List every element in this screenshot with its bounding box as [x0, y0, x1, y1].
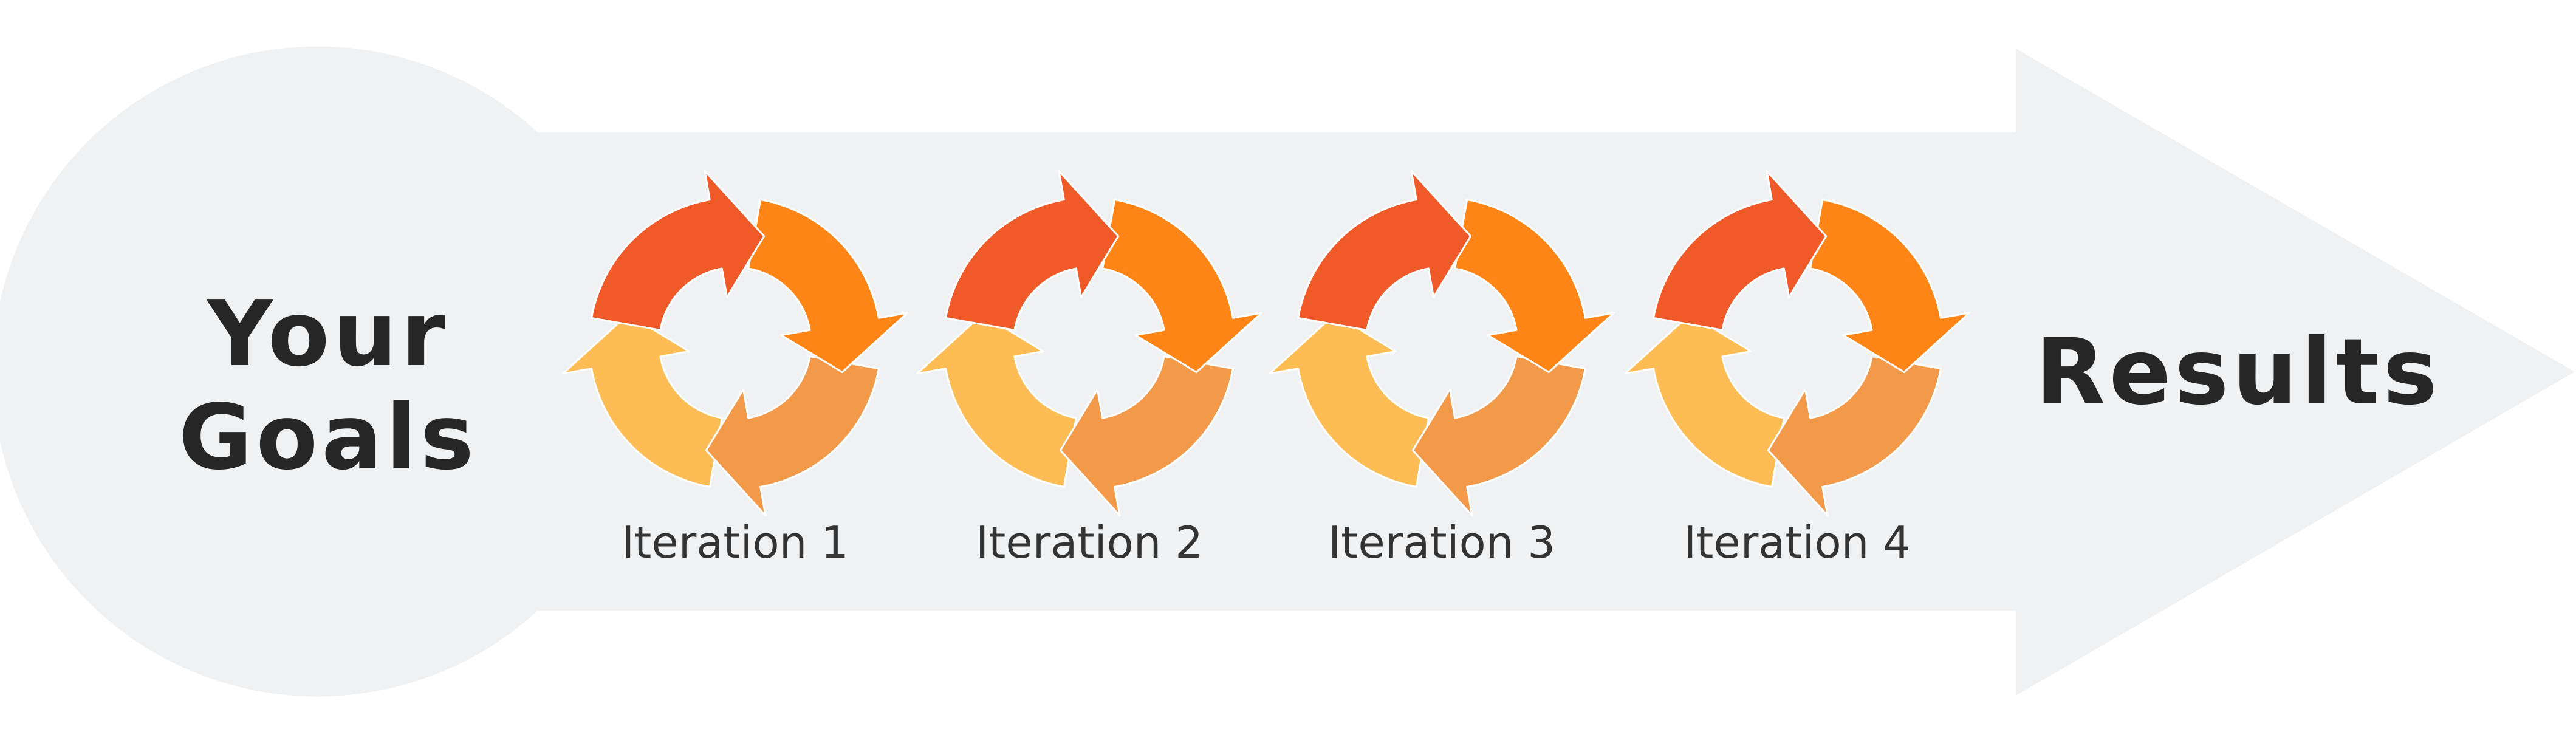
cycle-4-arrow-bottom-left: [1623, 313, 1785, 488]
your-goals-line-2: Goals: [179, 385, 478, 490]
cycle-1-arrow-bottom-right: [705, 355, 880, 517]
cycle-1-arrow-bottom-left: [561, 313, 723, 488]
cycle-3: [1268, 169, 1615, 517]
cycle-3-arrow-top-left: [1297, 169, 1472, 331]
your-goals-label: Your Goals: [176, 282, 480, 489]
cycle-2-arrow-top-left: [945, 169, 1120, 331]
cycle-1: [561, 169, 909, 517]
cycle-1-arrow-top-left: [591, 169, 766, 331]
cycle-3-arrow-bottom-left: [1268, 313, 1430, 488]
cycle-4: [1623, 169, 1971, 517]
iteration-4-label: Iteration 4: [1683, 517, 1911, 568]
cycle-2-arrow-bottom-left: [916, 313, 1077, 488]
cycle-2: [916, 169, 1263, 517]
cycle-3-arrow-top-right: [1454, 199, 1615, 374]
results-label: Results: [2035, 320, 2441, 425]
cycle-3-arrow-bottom-right: [1411, 355, 1586, 517]
cycle-4-arrow-top-right: [1809, 199, 1971, 374]
iteration-3-label: Iteration 3: [1327, 517, 1556, 568]
cycle-1-arrow-top-right: [747, 199, 909, 374]
cycle-4-arrow-bottom-right: [1767, 355, 1942, 517]
cycle-2-arrow-top-right: [1101, 199, 1263, 374]
cycle-4-arrow-top-left: [1653, 169, 1828, 331]
iteration-1-label: Iteration 1: [621, 517, 849, 568]
iteration-2-label: Iteration 2: [975, 517, 1204, 568]
cycle-2-arrow-bottom-right: [1059, 355, 1234, 517]
big-arrow-background: [0, 46, 2575, 697]
your-goals-line-1: Your: [207, 282, 449, 386]
cycles-group: [561, 169, 1971, 517]
